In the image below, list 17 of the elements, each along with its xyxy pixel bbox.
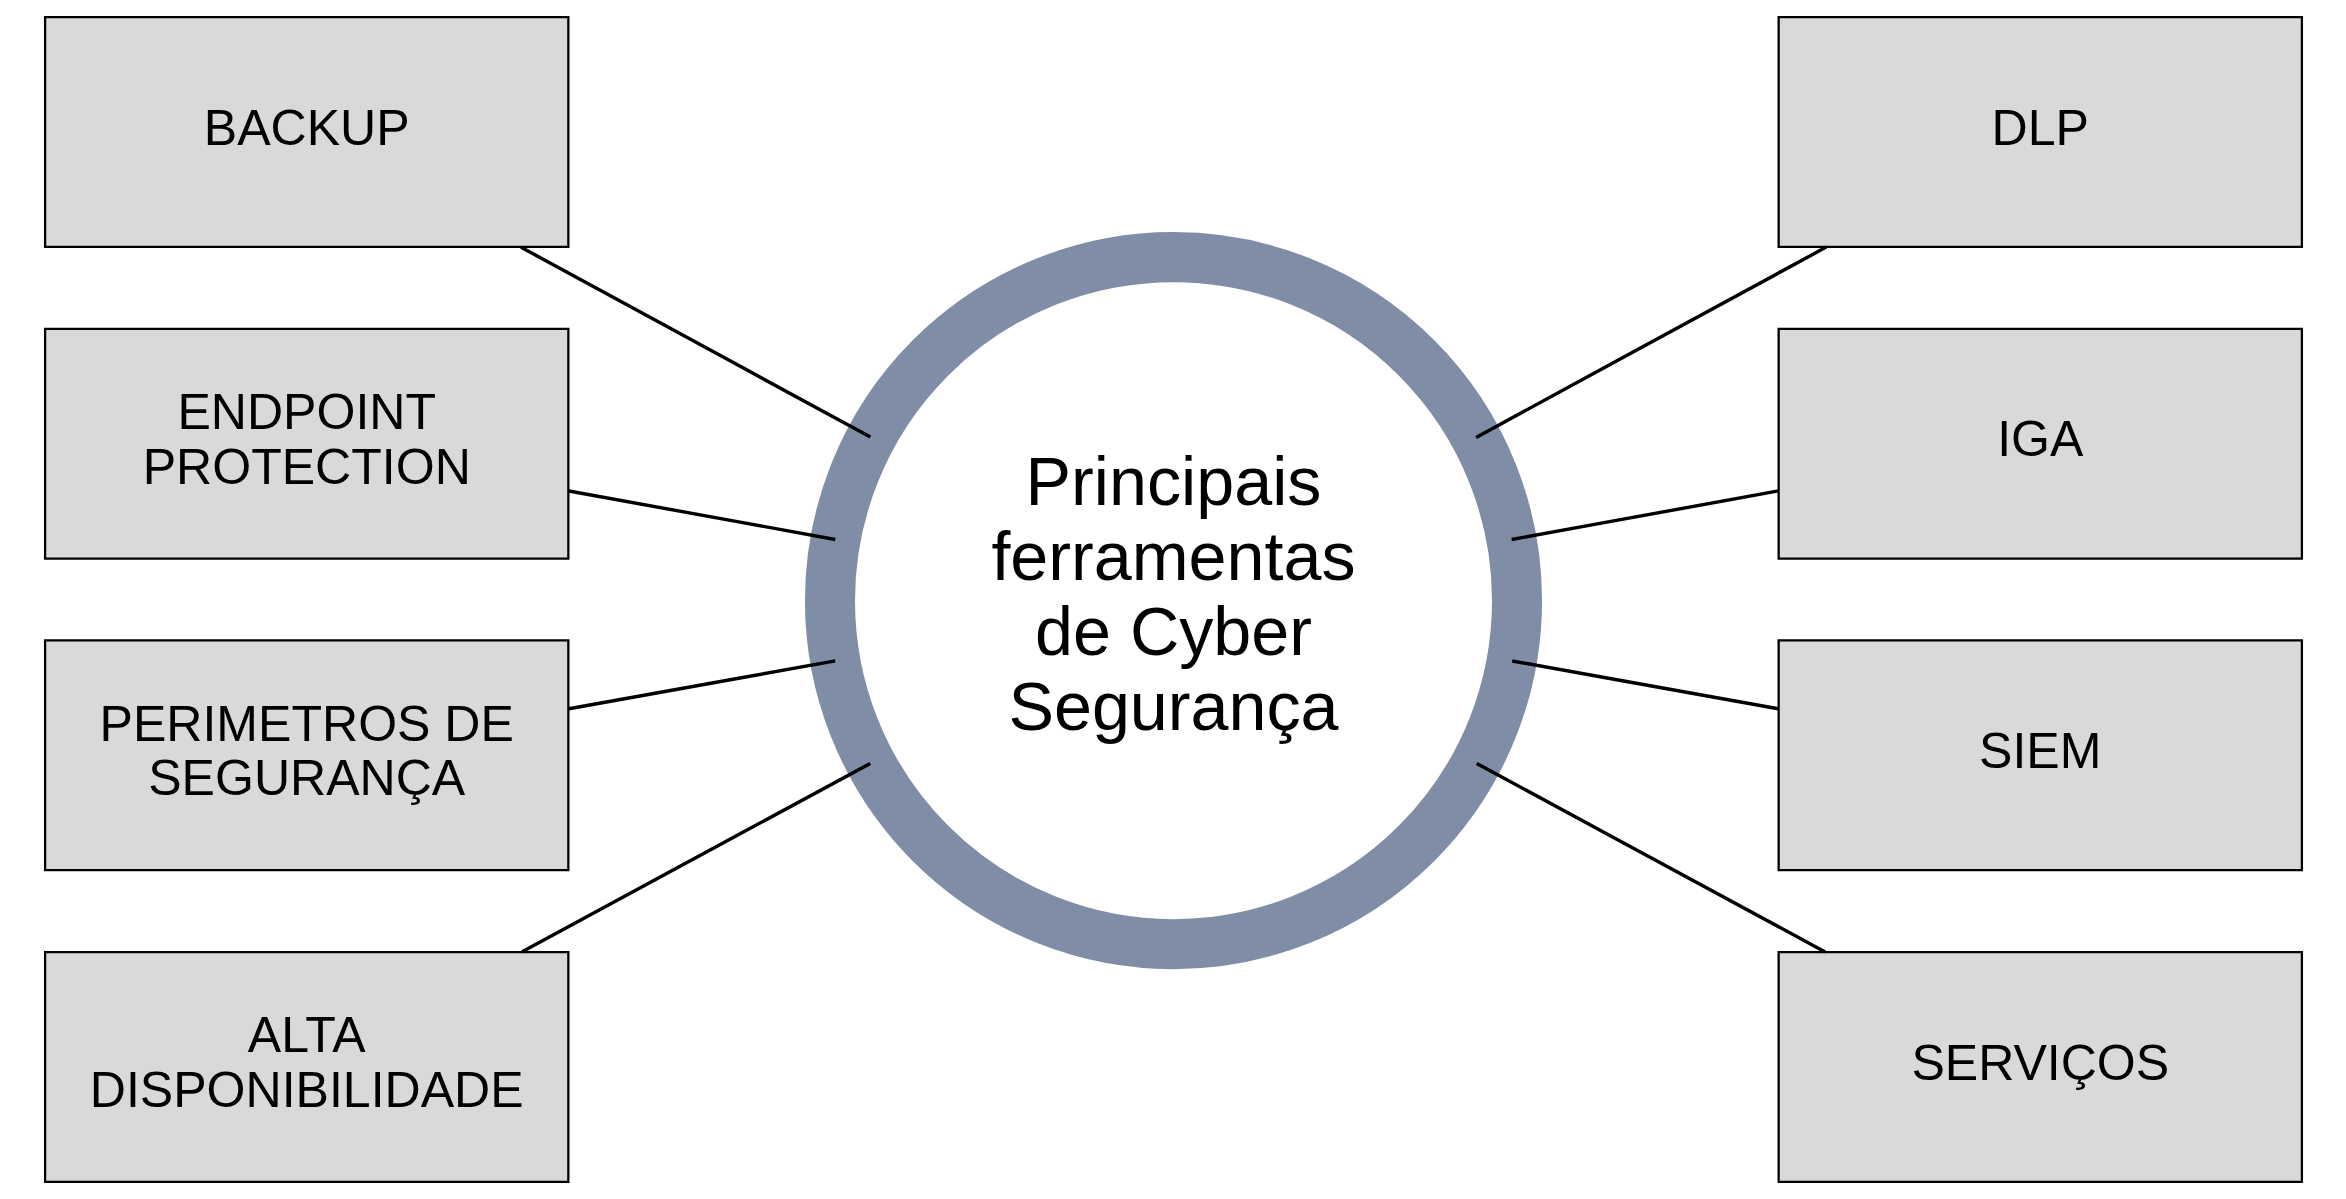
node-box: DLP <box>1777 15 2303 248</box>
node-box: SERVIÇOS <box>1777 951 2303 1184</box>
node-box: ALTA DISPONIBILIDADE <box>43 951 569 1184</box>
connector <box>568 489 836 542</box>
connector <box>1475 761 1826 954</box>
node-box: SIEM <box>1777 639 2303 872</box>
connector <box>568 659 836 711</box>
node-box: ENDPOINT PROTECTION <box>43 327 569 560</box>
node-box: IGA <box>1777 327 2303 560</box>
connector <box>1510 489 1779 542</box>
connector <box>520 761 871 954</box>
node-circle: Principais ferramentas de Cyber Segurança <box>804 232 1542 970</box>
node-box: BACKUP <box>43 15 569 248</box>
connector <box>519 245 871 439</box>
connector <box>1511 659 1778 711</box>
connector <box>1474 245 1827 439</box>
node-box: PERIMETROS DE SEGURANÇA <box>43 639 569 872</box>
